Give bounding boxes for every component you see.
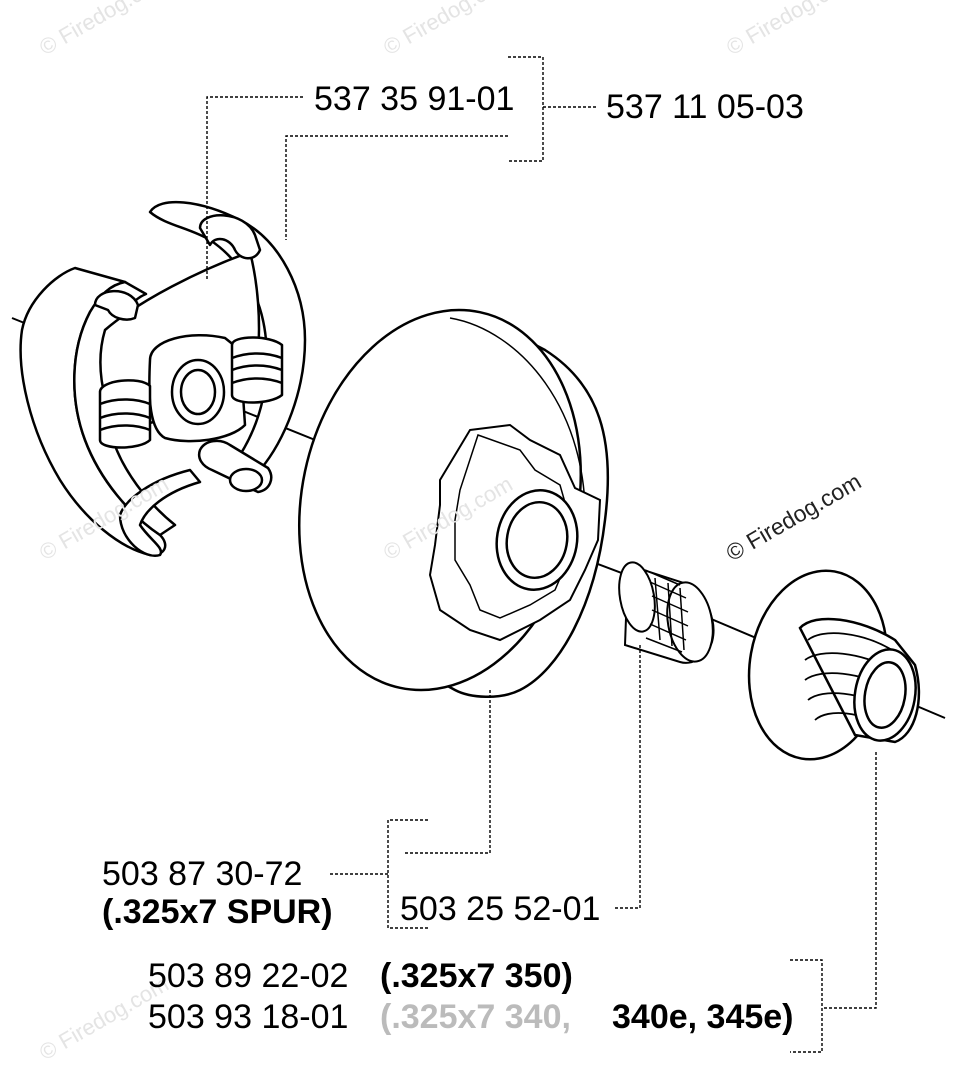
label-clutch-assembly: 537 11 05-03: [606, 88, 804, 126]
label-rim-part-1: 503 89 22-02: [148, 957, 349, 995]
label-shoe-part: 537 35 91-01: [314, 80, 515, 118]
leader-lines: [206, 56, 877, 1053]
label-rim-desc-1: (.325x7 350): [380, 957, 573, 995]
label-drum-part: 503 87 30-72: [102, 855, 303, 893]
label-rim-part-2: 503 93 18-01: [148, 998, 349, 1036]
label-drum-desc: (.325x7 SPUR): [102, 893, 333, 931]
rim-sprocket-washer: [747, 569, 921, 761]
label-rim-desc-2b: 340e, 345e): [612, 998, 794, 1036]
needle-bearing: [618, 561, 715, 664]
clutch-drum: [297, 308, 610, 698]
label-bearing-part: 503 25 52-01: [400, 890, 601, 928]
label-rim-desc-2a: (.325x7 340,: [380, 998, 571, 1036]
clutch-shoe-assembly: [19, 200, 307, 558]
